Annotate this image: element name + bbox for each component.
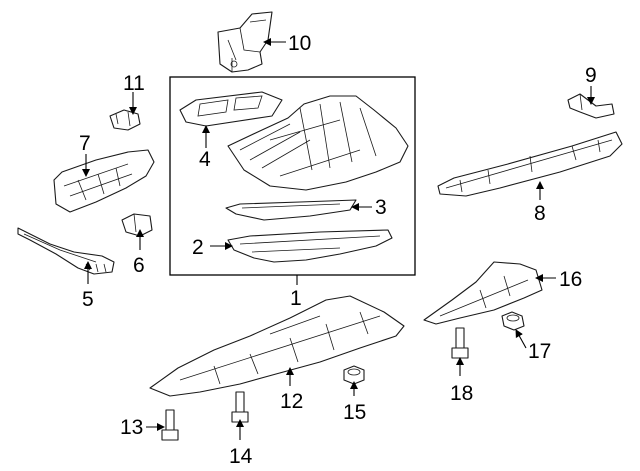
part-16-bracket — [423, 261, 543, 325]
part-18-bolt — [451, 327, 469, 359]
callout-13: 13 — [120, 416, 143, 439]
floor-pan — [227, 95, 409, 191]
callout-8: 8 — [534, 202, 546, 225]
part-10-bracket — [217, 11, 273, 73]
part-13-bolt — [161, 409, 179, 441]
part-14-bolt — [231, 391, 249, 423]
part-11-clip — [109, 109, 141, 131]
callout-18: 18 — [450, 382, 473, 405]
callout-5: 5 — [82, 288, 94, 311]
assembly-frame — [169, 76, 416, 276]
callout-11: 11 — [123, 72, 145, 95]
callout-16: 16 — [559, 268, 582, 291]
part-17-nut — [501, 311, 525, 331]
callout-6: 6 — [133, 254, 145, 277]
part-12-floor — [149, 295, 405, 397]
callout-10: 10 — [288, 32, 311, 55]
part-5-rail — [17, 227, 115, 275]
callout-1: 1 — [290, 287, 302, 310]
part-15-nut — [343, 365, 365, 385]
callout-7: 7 — [79, 132, 91, 155]
callout-12: 12 — [280, 390, 303, 413]
part-3-strip — [225, 199, 357, 221]
part-2-panel — [227, 229, 393, 263]
callout-2: 2 — [192, 236, 204, 259]
callout-17: 17 — [528, 340, 551, 363]
callout-9: 9 — [585, 64, 597, 87]
part-7-panel — [53, 149, 155, 213]
part-6-bracket — [121, 213, 153, 237]
part-9-bracket — [567, 93, 615, 119]
callout-4: 4 — [199, 148, 211, 171]
callout-15: 15 — [343, 401, 366, 424]
part-4-panel — [179, 91, 283, 127]
callout-14: 14 — [229, 445, 253, 468]
callout-3: 3 — [375, 196, 387, 219]
leader-lines — [82, 38, 595, 440]
part-8-rail — [437, 131, 623, 197]
